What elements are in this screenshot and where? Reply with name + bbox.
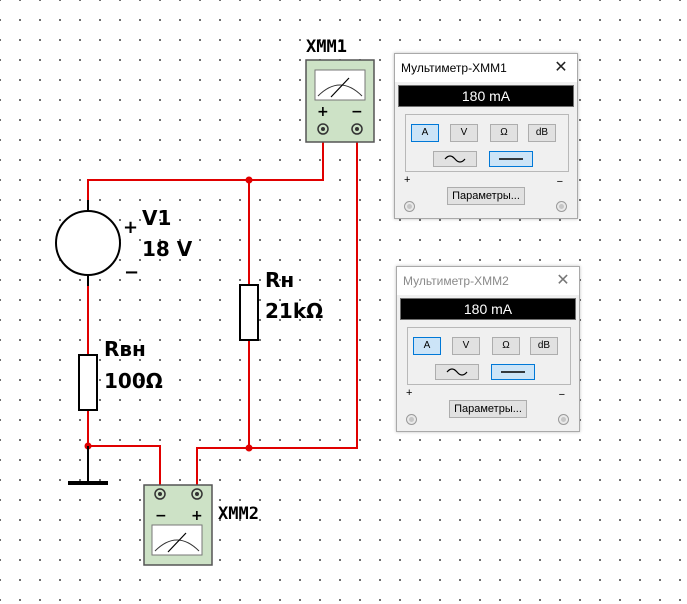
plus-terminal-label: + <box>404 174 411 186</box>
close-icon[interactable]: ✕ <box>554 57 568 76</box>
window-title: Мультиметр-XMM1 <box>401 61 507 75</box>
minus-terminal[interactable] <box>558 414 569 425</box>
xmm2-name: XMM2 <box>218 504 259 524</box>
multimeter-xmm2-symbol[interactable] <box>143 484 213 566</box>
junction-nodes <box>84 176 253 452</box>
load-resistor-name: Rн <box>265 268 294 292</box>
ground-symbol <box>68 446 108 485</box>
wire-top <box>87 138 324 200</box>
mode-panel: A V Ω dB <box>405 114 569 172</box>
sine-wave-icon <box>444 155 466 163</box>
plus-terminal-label: + <box>406 387 413 399</box>
v1-plus-sign: + <box>123 217 138 238</box>
dc-mode-button[interactable] <box>491 364 535 380</box>
multimeter-window-xmm2[interactable]: Мультиметр-XMM2 ✕ 180 mA A V Ω dB + − Па… <box>396 266 580 432</box>
xmm1-name: XMM1 <box>306 37 347 57</box>
minus-terminal-label: − <box>558 389 565 401</box>
ac-mode-button[interactable] <box>433 151 477 167</box>
mode-panel: A V Ω dB <box>407 327 571 385</box>
mode-db-button[interactable]: dB <box>528 124 556 142</box>
xmm2-minus-terminal-label: − <box>155 508 167 524</box>
wire-rvn-to-xmm2 <box>87 410 161 490</box>
plus-terminal[interactable] <box>406 414 417 425</box>
xmm1-minus-terminal-label: − <box>351 104 363 120</box>
window-title: Мультиметр-XMM2 <box>403 274 509 288</box>
mode-db-button[interactable]: dB <box>530 337 558 355</box>
node-top <box>245 176 253 184</box>
mode-ohmmeter-button[interactable]: Ω <box>490 124 518 142</box>
reading-display: 180 mA <box>398 85 574 107</box>
internal-resistor-value: 100Ω <box>104 369 163 393</box>
parameters-button[interactable]: Параметры... <box>447 187 525 205</box>
reading-display: 180 mA <box>400 298 576 320</box>
v1-value: 18 V <box>142 237 193 261</box>
window-title-bar[interactable]: Мультиметр-XMM2 ✕ <box>397 267 579 295</box>
internal-resistor[interactable] <box>78 354 98 411</box>
multimeter-window-xmm1[interactable]: Мультиметр-XMM1 ✕ 180 mA A V Ω dB + − Па… <box>394 53 578 219</box>
multimeter-xmm1-symbol[interactable] <box>305 59 375 143</box>
mode-ammeter-button[interactable]: A <box>411 124 439 142</box>
node-rn-bottom <box>245 444 253 452</box>
mode-voltmeter-button[interactable]: V <box>450 124 478 142</box>
voltage-source-v1[interactable] <box>55 200 121 286</box>
minus-terminal-label: − <box>556 176 563 188</box>
close-icon[interactable]: ✕ <box>556 270 570 289</box>
load-resistor[interactable] <box>239 284 259 341</box>
mode-voltmeter-button[interactable]: V <box>452 337 480 355</box>
plus-terminal[interactable] <box>404 201 415 212</box>
internal-resistor-name: Rвн <box>104 337 146 361</box>
xmm2-plus-terminal-label: + <box>191 508 203 524</box>
mode-ohmmeter-button[interactable]: Ω <box>492 337 520 355</box>
parameters-button[interactable]: Параметры... <box>449 400 527 418</box>
sine-wave-icon <box>446 368 468 376</box>
mode-ammeter-button[interactable]: A <box>413 337 441 355</box>
ac-mode-button[interactable] <box>435 364 479 380</box>
wire-xmm1-minus-return <box>196 138 358 490</box>
v1-name: V1 <box>142 206 171 230</box>
dc-line-icon <box>499 158 523 160</box>
v1-minus-sign: − <box>124 262 139 283</box>
xmm1-plus-terminal-label: + <box>317 104 329 120</box>
load-resistor-value: 21kΩ <box>265 299 323 323</box>
wires <box>87 138 358 490</box>
window-title-bar[interactable]: Мультиметр-XMM1 ✕ <box>395 54 577 82</box>
dc-line-icon <box>501 371 525 373</box>
minus-terminal[interactable] <box>556 201 567 212</box>
dc-mode-button[interactable] <box>489 151 533 167</box>
